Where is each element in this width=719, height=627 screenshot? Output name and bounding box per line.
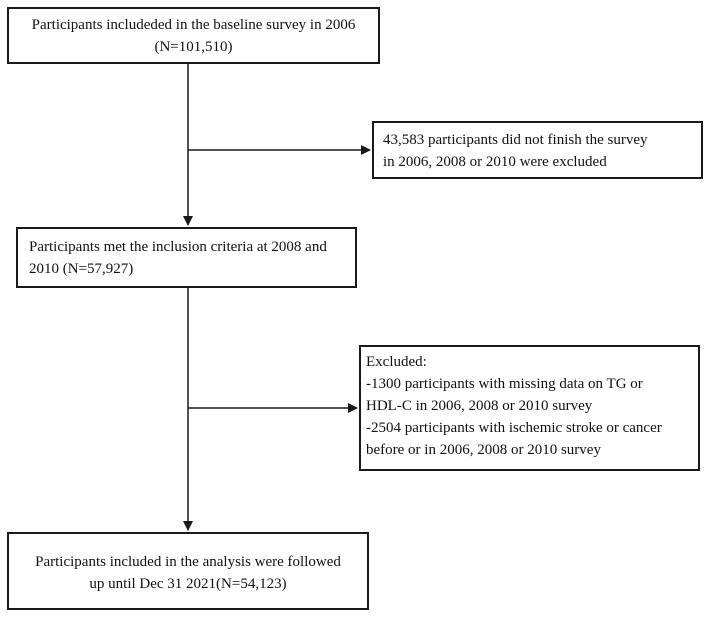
excluded-1-line-2: in 2006, 2008 or 2010 were excluded bbox=[383, 154, 607, 170]
inclusion-line-2: 2010 (N=57,927) bbox=[29, 261, 134, 277]
excluded-2-line-5: before or in 2006, 2008 or 2010 survey bbox=[366, 442, 601, 458]
excluded-incomplete-survey-box: 43,583 participants did not finish the s… bbox=[372, 121, 703, 179]
excluded-1-line-1: 43,583 participants did not finish the s… bbox=[383, 132, 648, 148]
excluded-2-line-2: -1300 participants with missing data on … bbox=[366, 376, 643, 392]
inclusion-criteria-box: Participants met the inclusion criteria … bbox=[16, 227, 357, 288]
analysis-cohort-box: Participants included in the analysis we… bbox=[7, 532, 369, 610]
excluded-2-line-4: -2504 participants with ischemic stroke … bbox=[366, 420, 662, 436]
analysis-line-2: up until Dec 31 2021(N=54,123) bbox=[89, 576, 287, 592]
excluded-2-line-3: HDL-C in 2006, 2008 or 2010 survey bbox=[366, 398, 593, 414]
analysis-line-1: Participants included in the analysis we… bbox=[35, 554, 341, 570]
excluded-2-heading: Excluded: bbox=[366, 354, 427, 370]
baseline-line-2: (N=101,510) bbox=[154, 39, 233, 55]
baseline-line-1: Participants includeded in the baseline … bbox=[31, 17, 356, 33]
excluded-criteria-box: Excluded: -1300 participants with missin… bbox=[359, 345, 700, 471]
baseline-survey-box: Participants includeded in the baseline … bbox=[7, 7, 380, 64]
inclusion-line-1: Participants met the inclusion criteria … bbox=[29, 239, 327, 255]
